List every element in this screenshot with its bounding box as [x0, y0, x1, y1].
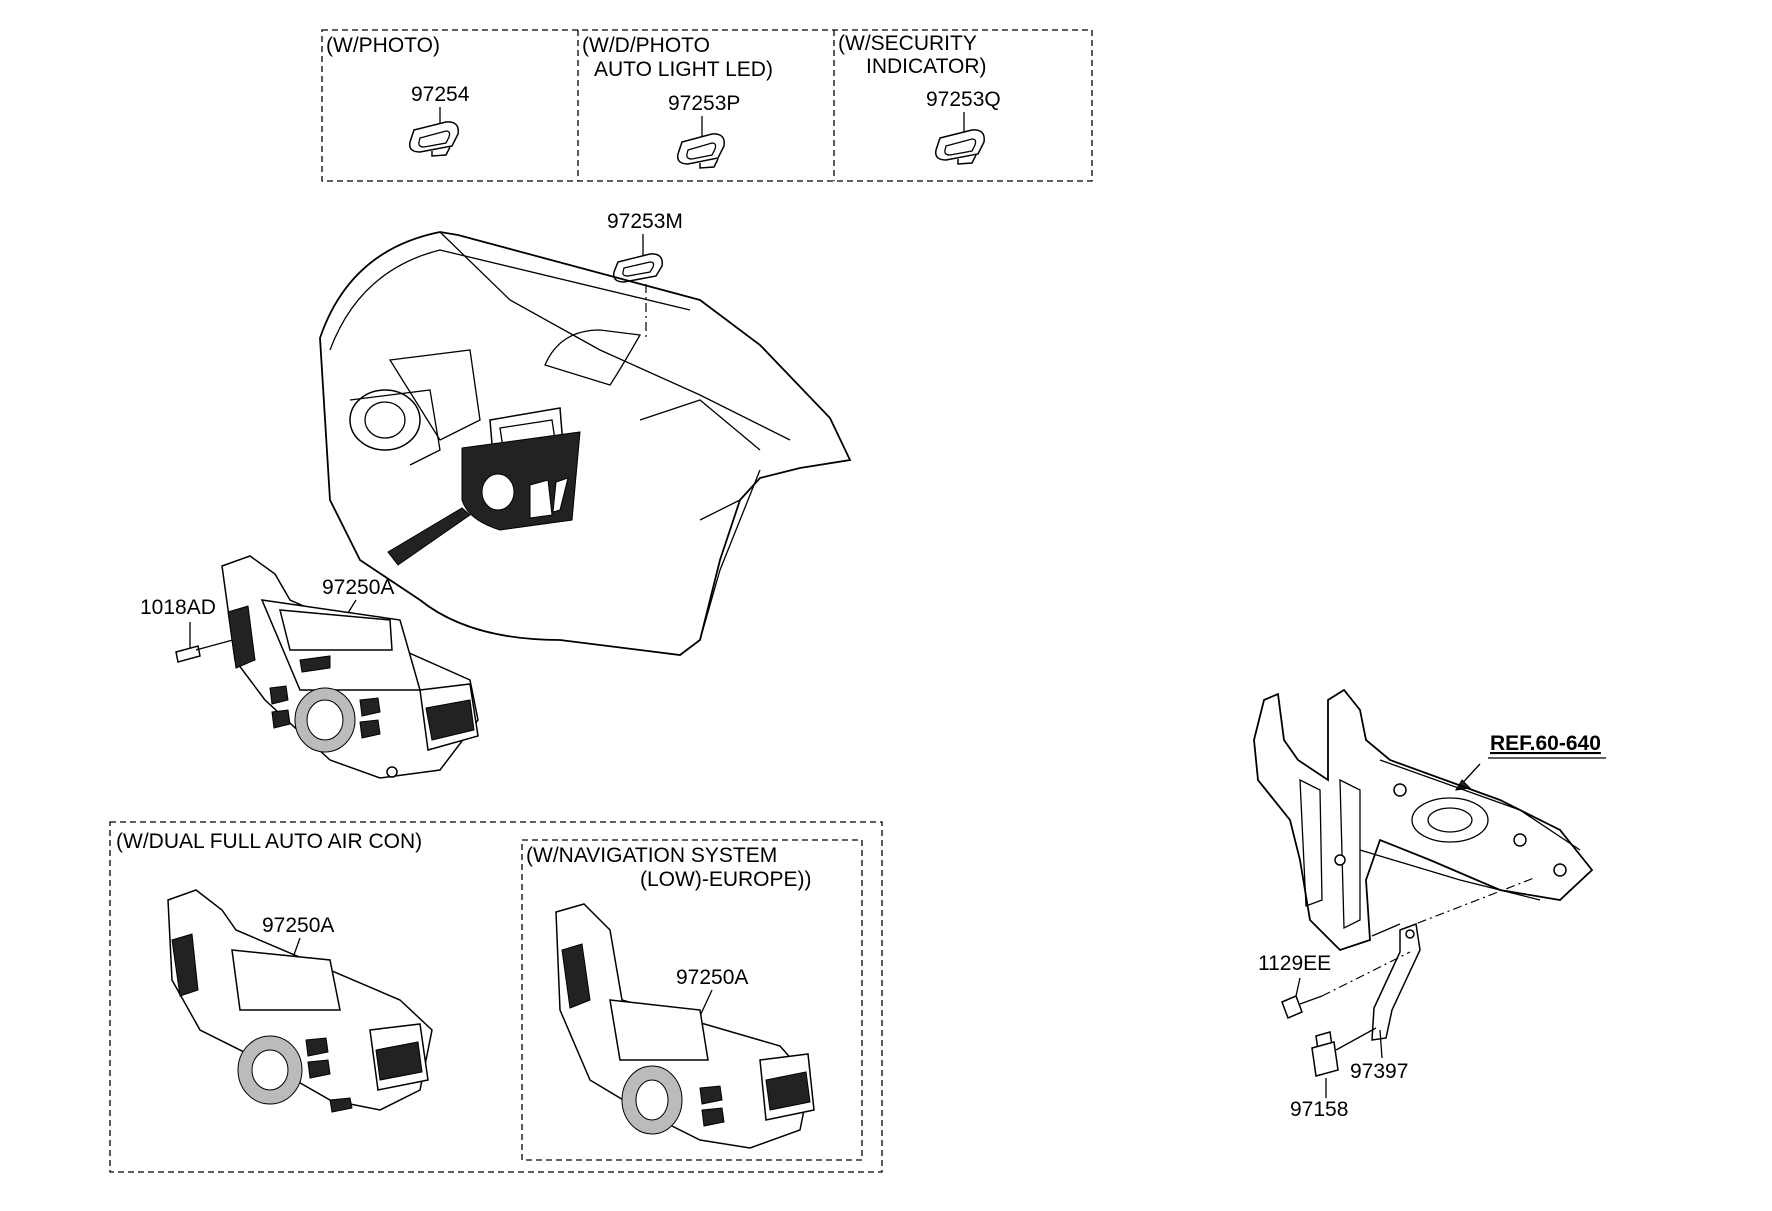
dual-auto-panel-icon: [167, 889, 433, 1113]
top-option-group: (W/PHOTO) 97254 (W/D/PHOTO AUTO LIGHT LE…: [321, 29, 1093, 182]
ambient-sensor-icon: [1311, 1031, 1339, 1077]
condition-label: (W/NAVIGATION SYSTEM: [526, 844, 777, 867]
security-indicator-sensor-icon: [934, 129, 985, 165]
dual-auto-frame: [109, 821, 883, 1173]
carrier-assembly: REF.60-640 97397 1129EE: [1253, 688, 1606, 1121]
nav-system-frame: [521, 839, 863, 1161]
part-number-label: 97253M: [607, 210, 683, 233]
part-number-label: 97250A: [322, 576, 394, 599]
part-number-label: 97397: [1350, 1060, 1408, 1083]
condition-label: (W/D/PHOTO: [582, 34, 710, 57]
screw-icon: [175, 637, 241, 663]
part-number-label: 97250A: [676, 966, 748, 989]
part-number-label: 97254: [411, 83, 470, 106]
bolt-icon: [1281, 995, 1323, 1019]
reference-label: REF.60-640: [1490, 732, 1601, 755]
condition-label: (W/PHOTO): [326, 34, 440, 57]
carrier-frame-icon: [1253, 688, 1594, 952]
photo-sensor-icon: [408, 121, 459, 157]
condition-label: (W/DUAL FULL AUTO AIR CON): [116, 830, 422, 853]
main-control-unit: 97250A 1018AD: [140, 555, 479, 779]
condition-label: (W/SECURITY: [838, 32, 977, 55]
part-number-label: 1018AD: [140, 596, 216, 619]
nav-system-panel-icon: [555, 903, 815, 1149]
part-number-label: 97158: [1290, 1098, 1348, 1121]
dashboard-illustration: 97253M: [319, 210, 852, 656]
mounting-bracket-icon: [1371, 922, 1421, 1041]
top-options-frame: [321, 29, 1093, 182]
dashboard-sensor-icon: [612, 253, 663, 283]
photo-auto-light-sensor-icon: [676, 133, 725, 169]
condition-label: AUTO LIGHT LED): [594, 58, 773, 81]
condition-label: (LOW)-EUROPE)): [640, 868, 812, 891]
dual-auto-group: (W/DUAL FULL AUTO AIR CON) 97250A (W/NAV…: [109, 821, 883, 1173]
part-number-label: 1129EE: [1258, 952, 1331, 975]
part-number-label: 97253P: [668, 92, 740, 115]
part-number-label: 97253Q: [926, 88, 1001, 111]
climate-control-panel-icon: [221, 555, 479, 779]
condition-label: INDICATOR): [866, 55, 987, 78]
part-number-label: 97250A: [262, 914, 334, 937]
